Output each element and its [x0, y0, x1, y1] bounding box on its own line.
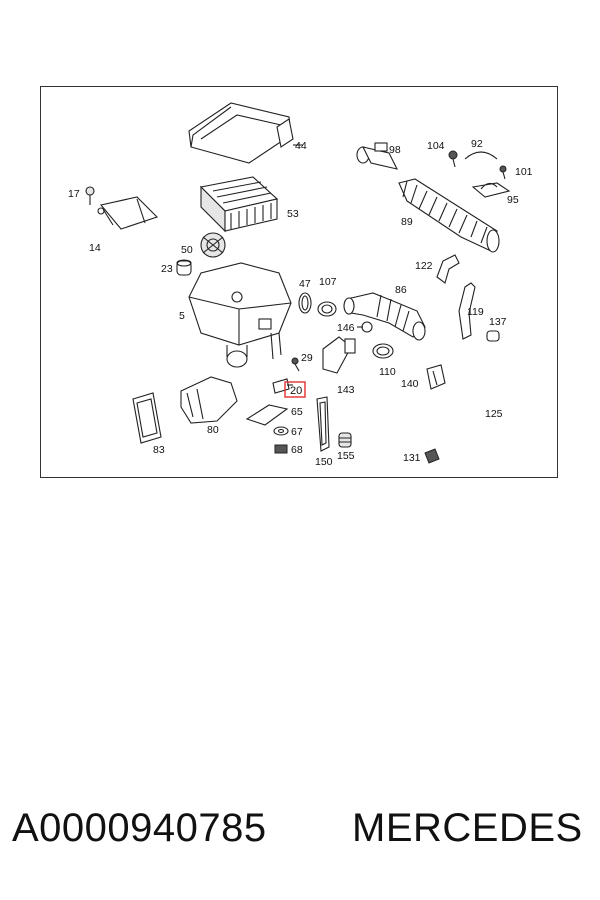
label-155: 155 — [337, 450, 355, 462]
part-29-bolt — [291, 357, 300, 372]
label-131: 131 — [403, 452, 421, 464]
part-80-intake-duct — [180, 376, 238, 424]
parts-diagram: 44 17 14 53 50 23 — [40, 86, 558, 478]
part-5-housing — [188, 262, 292, 368]
part-143-connector — [322, 336, 356, 374]
part-53-filter-element — [199, 176, 279, 233]
part-131-clamp — [424, 448, 440, 464]
part-140-clip — [426, 364, 446, 390]
highlight-box-20 — [284, 381, 306, 398]
label-23: 23 — [161, 263, 173, 275]
part-14-bracket — [97, 196, 159, 230]
label-20: 20 — [290, 385, 302, 397]
part-86-intake-hose — [343, 292, 426, 341]
label-5: 5 — [179, 310, 185, 322]
part-104-bolt — [448, 150, 458, 168]
part-146-clamp — [357, 321, 373, 333]
part-125-hose — [423, 336, 525, 443]
label-89: 89 — [401, 216, 413, 228]
part-119-breather — [458, 282, 476, 340]
part-23-grommet — [176, 259, 192, 276]
label-140: 140 — [401, 378, 419, 390]
diagram-drawing: 44 17 14 53 50 23 — [68, 102, 533, 468]
label-44: 44 — [295, 140, 307, 152]
label-47: 47 — [299, 278, 311, 290]
label-67: 67 — [291, 426, 303, 438]
label-53: 53 — [287, 208, 299, 220]
label-68: 68 — [291, 444, 303, 456]
part-98-maf-sensor — [356, 142, 399, 170]
part-89-corrugated-hose — [398, 178, 500, 253]
part-95-bracket — [471, 182, 511, 198]
part-101-bolt — [499, 165, 507, 180]
label-83: 83 — [153, 444, 165, 456]
label-125: 125 — [485, 408, 503, 420]
label-86: 86 — [395, 284, 407, 296]
label-137: 137 — [489, 316, 507, 328]
label-65: 65 — [291, 406, 303, 418]
label-14: 14 — [89, 242, 101, 254]
part-122-elbow — [436, 254, 460, 284]
part-155-bushing — [338, 432, 352, 448]
label-146: 146 — [337, 322, 355, 334]
label-107: 107 — [319, 276, 337, 288]
label-119: 119 — [467, 306, 484, 318]
part-107-hose-clamp — [317, 301, 337, 317]
label-92: 92 — [471, 138, 483, 150]
part-50-gear — [200, 232, 226, 258]
label-29: 29 — [301, 352, 313, 364]
part-68-nut — [274, 444, 288, 454]
part-65-seal — [245, 404, 289, 426]
label-98: 98 — [389, 144, 401, 156]
part-92-clamp — [464, 151, 498, 160]
label-101: 101 — [515, 166, 533, 178]
label-104: 104 — [427, 140, 445, 152]
part-150-gasket — [316, 396, 330, 452]
part-67-washer — [273, 426, 289, 436]
label-50: 50 — [181, 244, 193, 256]
part-number: A0000940785 — [12, 806, 267, 850]
part-110-clamp — [372, 343, 394, 359]
label-110: 110 — [379, 366, 396, 378]
label-17: 17 — [68, 188, 80, 200]
part-137-fitting — [486, 330, 500, 342]
part-83-snorkel — [132, 392, 162, 444]
part-17-screw — [85, 186, 95, 205]
label-122: 122 — [415, 260, 433, 272]
label-143: 143 — [337, 384, 355, 396]
part-47-clamp — [298, 292, 312, 314]
label-150: 150 — [315, 456, 333, 468]
part-44-lid — [188, 102, 294, 164]
label-80: 80 — [207, 424, 219, 436]
label-95: 95 — [507, 194, 519, 206]
brand-name: MERCEDES — [352, 806, 583, 850]
